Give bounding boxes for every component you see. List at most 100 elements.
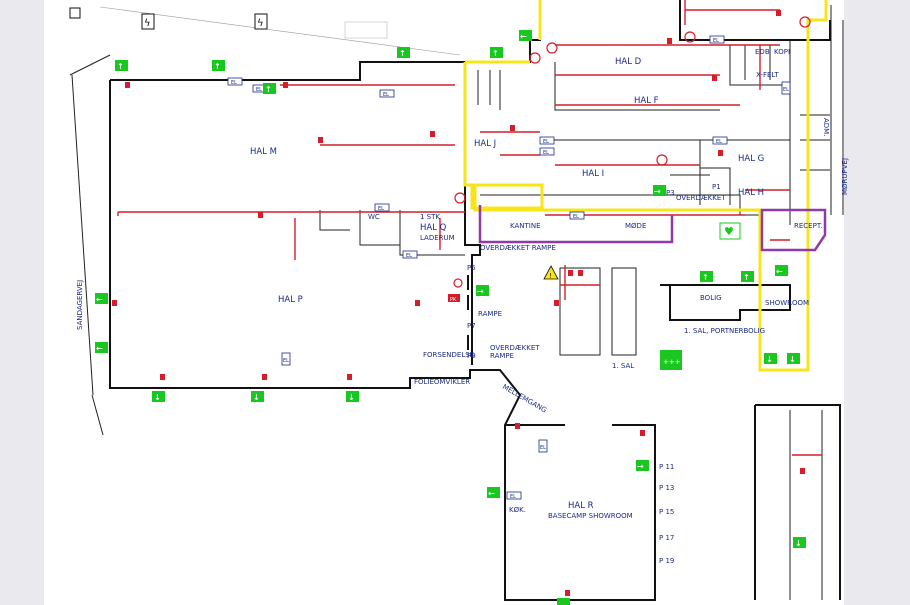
emergency-exit-icon: → bbox=[653, 185, 666, 196]
label-kok: KØK. bbox=[509, 506, 526, 514]
emergency-exit-icon: ↑ bbox=[115, 60, 128, 71]
road-morupvej: MØRUPVEJ bbox=[841, 158, 849, 195]
emergency-exit-icon: ↓ bbox=[346, 391, 359, 402]
svg-text:↓: ↓ bbox=[154, 393, 161, 402]
svg-text:EL: EL bbox=[510, 494, 516, 500]
svg-text:↓: ↓ bbox=[253, 393, 260, 402]
label-p17: P 17 bbox=[659, 534, 674, 542]
svg-text:→: → bbox=[477, 287, 484, 296]
label-foliemvikler: FOLIEOMVIKLER bbox=[414, 378, 470, 386]
label-edb: EDB bbox=[755, 48, 770, 56]
svg-text:↑: ↑ bbox=[214, 62, 221, 71]
emergency-exit-icon: ↓ bbox=[787, 353, 800, 364]
svg-text:EL: EL bbox=[543, 139, 549, 145]
electrical-hazard-icon: ϟ bbox=[141, 13, 155, 30]
emergency-exit-icon: ↓ bbox=[152, 391, 165, 402]
road-sandagervej: SANDAGERVEJ bbox=[76, 280, 84, 330]
emergency-exit-icon: → bbox=[476, 285, 489, 296]
label-p19: P 19 bbox=[659, 557, 674, 565]
svg-text:EL: EL bbox=[383, 92, 389, 98]
svg-text:←: ← bbox=[96, 295, 103, 304]
svg-text:↑: ↑ bbox=[702, 273, 709, 282]
emergency-exit-icon: ← bbox=[519, 30, 532, 41]
sprinkler-valve-icon bbox=[453, 16, 811, 288]
heart-defibrillator-icon: ♥ bbox=[719, 222, 741, 240]
label-hal-h: HAL H bbox=[738, 188, 764, 198]
pk-marker bbox=[448, 294, 460, 302]
svg-text:EL: EL bbox=[256, 87, 262, 93]
el-boxes: EL EL EL EL EL EL EL EL EL EL EL EL EL E… bbox=[227, 35, 791, 500]
svg-text:↑: ↑ bbox=[492, 49, 499, 58]
label-showroom: SHOWROOM bbox=[765, 299, 809, 307]
svg-text:↑: ↑ bbox=[743, 273, 750, 282]
svg-text:EL: EL bbox=[540, 445, 546, 451]
label-laderum: LADERUM bbox=[420, 234, 455, 242]
label-overdaekket: OVERDÆKKET bbox=[676, 194, 726, 202]
label-p3: P3 bbox=[666, 189, 675, 197]
label-sal: 1. SAL bbox=[612, 362, 634, 370]
label-adm: ADM. bbox=[822, 118, 830, 136]
parking-markers bbox=[467, 275, 656, 568]
label-forsendelse: FORSENDELSE bbox=[423, 351, 474, 359]
svg-text:EL: EL bbox=[713, 38, 719, 44]
svg-text:EL: EL bbox=[231, 80, 237, 86]
label-kantine: KANTINE bbox=[510, 222, 541, 230]
svg-text:←: ← bbox=[776, 267, 783, 276]
svg-text:←: ← bbox=[96, 344, 103, 353]
svg-text:EL: EL bbox=[543, 150, 549, 156]
purple-fire-zones bbox=[478, 205, 827, 252]
fire-extinguisher-icon bbox=[112, 10, 805, 596]
svg-text:EL: EL bbox=[716, 139, 722, 145]
emergency-exit-icon: ↑ bbox=[700, 271, 713, 282]
sprinkler-lines bbox=[117, 0, 822, 456]
label-hal-p: HAL P bbox=[278, 295, 303, 305]
emergency-exit-icon: ↑ bbox=[263, 83, 276, 94]
svg-text:!: ! bbox=[549, 272, 552, 280]
svg-text:↓: ↓ bbox=[348, 393, 355, 402]
svg-text:↓: ↓ bbox=[795, 539, 802, 548]
first-aid-icon: +++ bbox=[660, 350, 682, 370]
svg-text:ϟ: ϟ bbox=[144, 18, 151, 29]
label-p7: P7 bbox=[467, 322, 476, 330]
label-portnerbolig: 1. SAL, PORTNERBOLIG bbox=[684, 327, 765, 335]
emergency-exit-icon: ↑ bbox=[490, 47, 503, 58]
emergency-exit-icon: ← bbox=[95, 342, 108, 353]
label-bolig: BOLIG bbox=[700, 294, 722, 302]
svg-text:EL: EL bbox=[378, 206, 384, 212]
label-hal-d: HAL D bbox=[615, 57, 642, 67]
svg-text:↑: ↑ bbox=[117, 62, 124, 71]
label-p15: P 15 bbox=[659, 508, 674, 516]
label-hal-f: HAL F bbox=[634, 96, 659, 106]
svg-text:EL: EL bbox=[406, 253, 412, 259]
label-hal-j: HAL J bbox=[474, 139, 496, 149]
emergency-exit-icon: ↓ bbox=[251, 391, 264, 402]
emergency-exit-icon: ↓ bbox=[764, 353, 777, 364]
emergency-exit-icon: → bbox=[636, 460, 649, 471]
svg-text:←: ← bbox=[520, 32, 527, 41]
label-hal-g: HAL G bbox=[738, 154, 764, 164]
label-stk: 1 STK bbox=[420, 213, 440, 221]
svg-text:←: ← bbox=[488, 489, 495, 498]
svg-text:ϟ: ϟ bbox=[257, 18, 264, 29]
svg-text:EL: EL bbox=[283, 358, 289, 364]
label-hal-q: HAL Q bbox=[420, 223, 447, 233]
svg-text:→: → bbox=[654, 187, 661, 196]
emergency-exit-icon: ↓ bbox=[793, 537, 806, 548]
emergency-exit-icon: ← bbox=[487, 487, 500, 498]
emergency-exit-icon: ↑ bbox=[397, 47, 410, 58]
emergency-exit-icon bbox=[557, 598, 570, 605]
emergency-exits: ↑ ↑ ↑ ↑ ↑ ← ← ← ↓ ↓ ↓ → → ↑ ↑ ← ↓ ↓ ← → … bbox=[95, 30, 806, 605]
plan-paper bbox=[44, 0, 844, 605]
label-basecamp: BASECAMP SHOWROOM bbox=[548, 512, 633, 520]
label-overdaekket-rampe-top: OVERDÆKKET bbox=[490, 344, 540, 352]
svg-text:↑: ↑ bbox=[399, 49, 406, 58]
svg-text:↓: ↓ bbox=[766, 355, 773, 364]
emergency-exit-icon: ← bbox=[95, 293, 108, 304]
svg-text:EL: EL bbox=[573, 214, 579, 220]
svg-text:↓: ↓ bbox=[789, 355, 796, 364]
label-p1: P1 bbox=[712, 183, 721, 191]
label-overdaekket-rampe: OVERDÆKKET RAMPE bbox=[480, 244, 556, 252]
label-p13: P 13 bbox=[659, 484, 674, 492]
top-marker bbox=[69, 7, 81, 19]
